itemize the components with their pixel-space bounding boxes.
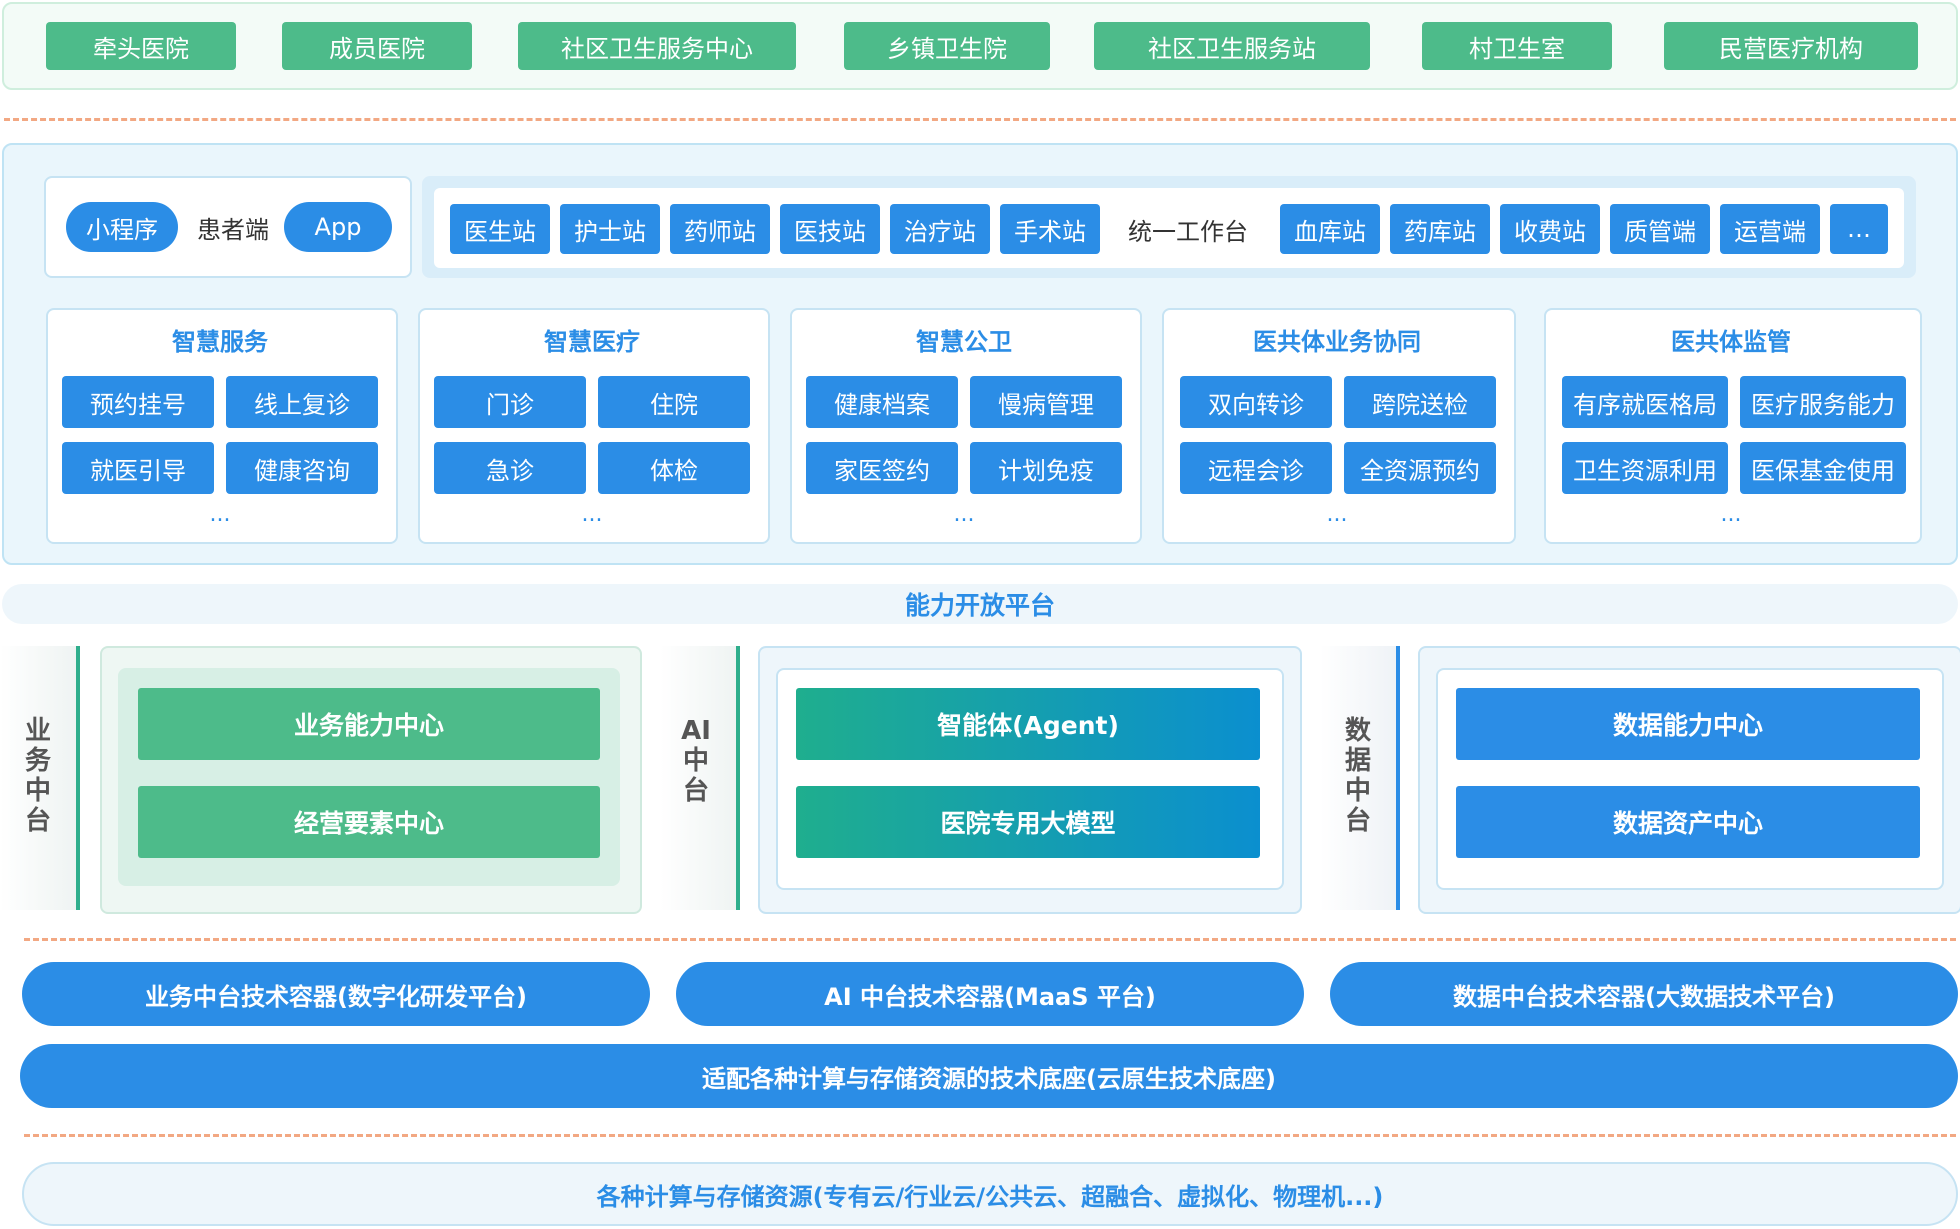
workstation-treatment[interactable]: 治疗站 — [890, 204, 990, 254]
business-platform-label-bg — [0, 646, 78, 910]
module-item[interactable]: 全资源预约 — [1344, 442, 1496, 494]
module-item[interactable]: 双向转诊 — [1180, 376, 1332, 428]
module-item[interactable]: 体检 — [598, 442, 750, 494]
ai-platform-label: AI 中 台 — [681, 716, 711, 806]
workstation-doctor[interactable]: 医生站 — [450, 204, 550, 254]
module-item[interactable]: 就医引导 — [62, 442, 214, 494]
institution-community-station[interactable]: 社区卫生服务站 — [1094, 22, 1370, 70]
institution-community-center[interactable]: 社区卫生服务中心 — [518, 22, 796, 70]
hospital-llm-capability[interactable]: 医院专用大模型 — [796, 786, 1260, 858]
module-more: ... — [1326, 501, 1348, 527]
module-item[interactable]: 住院 — [598, 376, 750, 428]
ai-platform-bar — [736, 646, 740, 910]
workstation-pharmacist[interactable]: 药师站 — [670, 204, 770, 254]
ai-agent-capability[interactable]: 智能体(Agent) — [796, 688, 1260, 760]
workstation-blood-bank[interactable]: 血库站 — [1280, 204, 1380, 254]
business-platform-bar — [76, 646, 80, 910]
workstation-more[interactable]: … — [1830, 204, 1888, 254]
module-item[interactable]: 家医签约 — [806, 442, 958, 494]
module-item[interactable]: 卫生资源利用 — [1562, 442, 1728, 494]
institution-township-hospital[interactable]: 乡镇卫生院 — [844, 22, 1050, 70]
divider-dashed — [4, 118, 1956, 121]
ai-tech-container[interactable]: AI 中台技术容器(MaaS 平台) — [676, 962, 1304, 1026]
module-title: 智慧公卫 — [916, 327, 1012, 356]
module-item[interactable]: 医疗服务能力 — [1740, 376, 1906, 428]
module-more: ... — [953, 501, 975, 527]
data-platform-label-bg — [1320, 646, 1400, 910]
module-title: 医共体监管 — [1671, 327, 1791, 356]
workstation-pharmacy-store[interactable]: 药库站 — [1390, 204, 1490, 254]
module-title: 医共体业务协同 — [1253, 327, 1421, 356]
module-item[interactable]: 医保基金使用 — [1740, 442, 1906, 494]
business-platform-label: 业 务 中 台 — [24, 716, 51, 836]
workstation-surgery[interactable]: 手术站 — [1000, 204, 1100, 254]
module-more: ... — [581, 501, 603, 527]
workstation-quality[interactable]: 质管端 — [1610, 204, 1710, 254]
divider-dashed — [24, 938, 1956, 941]
module-title: 智慧服务 — [172, 327, 268, 356]
open-platform-bar[interactable]: 能力开放平台 — [2, 584, 1958, 624]
module-item[interactable]: 急诊 — [434, 442, 586, 494]
module-more: ... — [209, 501, 231, 527]
institution-private-medical[interactable]: 民营医疗机构 — [1664, 22, 1918, 70]
cloud-native-base-layer[interactable]: 适配各种计算与存储资源的技术底座(云原生技术底座) — [20, 1044, 1958, 1108]
mini-program-button[interactable]: 小程序 — [66, 202, 178, 252]
workstation-nurse[interactable]: 护士站 — [560, 204, 660, 254]
data-platform-label: 数 据 中 台 — [1344, 716, 1371, 836]
module-more: ... — [1720, 501, 1742, 527]
module-item[interactable]: 预约挂号 — [62, 376, 214, 428]
workbench-label: 统一工作台 — [1128, 217, 1248, 246]
data-asset-center[interactable]: 数据资产中心 — [1456, 786, 1920, 858]
institution-lead-hospital[interactable]: 牵头医院 — [46, 22, 236, 70]
business-operating-elements-center[interactable]: 经营要素中心 — [138, 786, 600, 858]
app-button[interactable]: App — [284, 202, 392, 252]
institution-member-hospital[interactable]: 成员医院 — [282, 22, 472, 70]
module-item[interactable]: 慢病管理 — [970, 376, 1122, 428]
module-item[interactable]: 计划免疫 — [970, 442, 1122, 494]
compute-storage-resources[interactable]: 各种计算与存储资源(专有云/行业云/公共云、超融合、虚拟化、物理机...) — [22, 1162, 1958, 1226]
workstation-medtech[interactable]: 医技站 — [780, 204, 880, 254]
data-capability-center[interactable]: 数据能力中心 — [1456, 688, 1920, 760]
data-platform-bar — [1396, 646, 1400, 910]
business-tech-container[interactable]: 业务中台技术容器(数字化研发平台) — [22, 962, 650, 1026]
patient-label: 患者端 — [197, 215, 269, 244]
module-item[interactable]: 有序就医格局 — [1562, 376, 1728, 428]
data-tech-container[interactable]: 数据中台技术容器(大数据技术平台) — [1330, 962, 1958, 1026]
workstation-operations[interactable]: 运营端 — [1720, 204, 1820, 254]
workstation-billing[interactable]: 收费站 — [1500, 204, 1600, 254]
module-title: 智慧医疗 — [544, 327, 640, 356]
module-item[interactable]: 健康咨询 — [226, 442, 378, 494]
business-capability-center[interactable]: 业务能力中心 — [138, 688, 600, 760]
module-item[interactable]: 线上复诊 — [226, 376, 378, 428]
divider-dashed — [24, 1134, 1956, 1137]
module-item[interactable]: 健康档案 — [806, 376, 958, 428]
module-item[interactable]: 跨院送检 — [1344, 376, 1496, 428]
module-item[interactable]: 门诊 — [434, 376, 586, 428]
ai-platform-label-bg — [660, 646, 740, 910]
institution-village-clinic[interactable]: 村卫生室 — [1422, 22, 1612, 70]
module-item[interactable]: 远程会诊 — [1180, 442, 1332, 494]
